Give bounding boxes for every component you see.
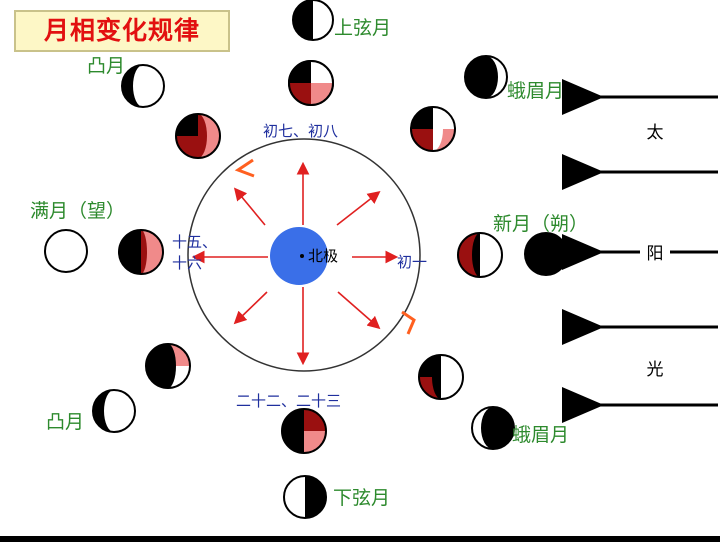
bottom-bar [0, 536, 720, 542]
label-first-quarter: 上弦月 [334, 17, 391, 39]
orbit-direction-arrow [401, 310, 416, 335]
label-day-7-8: 初七、初八 [263, 122, 338, 140]
outer-moon-first-quarter [292, 0, 334, 41]
label-new-moon: 新月（朔） [493, 213, 588, 235]
outer-moon-waning-gibbous [92, 389, 136, 433]
label-third-quarter: 下弦月 [333, 487, 390, 509]
moon-orbit [187, 138, 421, 372]
label-full-moon: 满月（望） [30, 200, 125, 222]
inner-moon-right [457, 232, 503, 278]
label-waxing-gibbous: 凸月 [87, 55, 125, 77]
label-day-16: 十六 [172, 254, 202, 272]
inner-moon-upper-left [175, 113, 221, 159]
inner-moon-lower-right [418, 354, 464, 400]
outer-moon-new [524, 232, 568, 276]
earth [270, 227, 328, 285]
label-day-1: 初一 [397, 253, 427, 271]
outer-moon-third-quarter [283, 475, 327, 519]
inner-moon-bottom [281, 408, 327, 454]
north-pole-label: 北极 [308, 247, 338, 265]
diagram-title: 月相变化规律 [14, 10, 230, 52]
sunlight-char-1: 太 [647, 123, 664, 143]
outer-moon-waxing-crescent [464, 55, 508, 99]
radiating-arrows [191, 161, 399, 366]
outer-moon-waxing-gibbous [121, 64, 165, 108]
inner-moon-left [118, 229, 164, 275]
label-waning-crescent: 蛾眉月 [512, 424, 569, 446]
inner-moon-top [288, 60, 334, 106]
outer-moon-full [44, 229, 88, 273]
north-pole-dot [300, 254, 304, 258]
orbit-direction-arrow [234, 158, 255, 178]
inner-moon-lower-left [145, 343, 191, 389]
sunlight-char-2: 阳 [647, 244, 664, 264]
label-day-22-23: 二十二、二十三 [236, 392, 341, 410]
label-waning-gibbous: 凸月 [46, 411, 84, 433]
inner-moon-upper-right [410, 106, 456, 152]
sunlight-char-3: 光 [647, 360, 664, 380]
outer-moon-waning-crescent [471, 406, 515, 450]
label-waxing-crescent: 蛾眉月 [507, 80, 564, 102]
label-day-15: 十五、 [172, 233, 217, 251]
